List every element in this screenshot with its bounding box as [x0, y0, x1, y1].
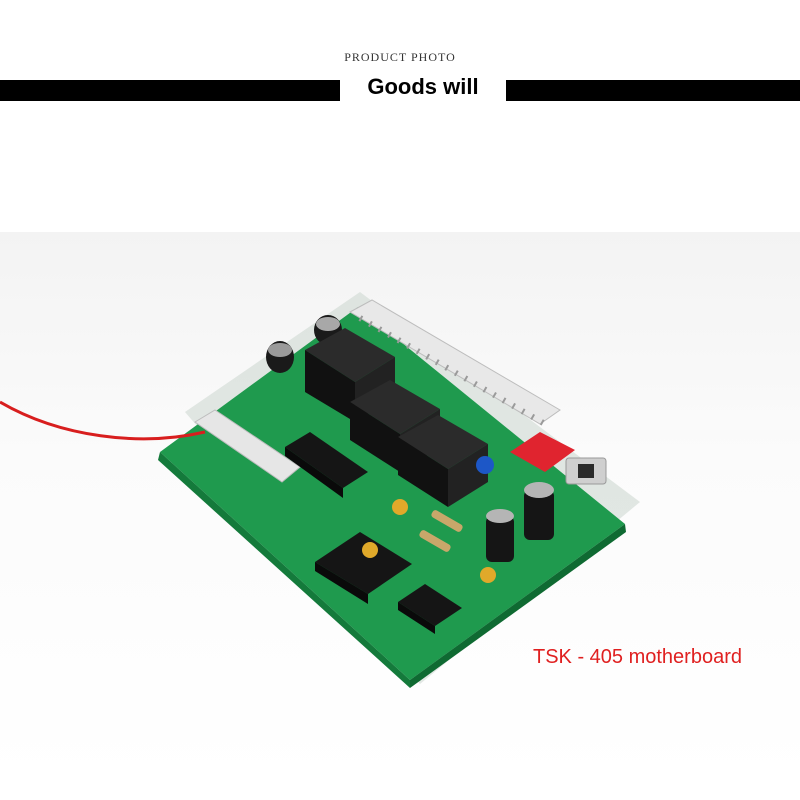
pin-header	[348, 299, 561, 427]
yellow-capacitor	[392, 499, 408, 515]
blue-capacitor	[476, 456, 494, 474]
banner-title: Goods will	[367, 74, 479, 99]
yellow-capacitor	[362, 542, 378, 558]
banner-bar-left	[0, 80, 340, 101]
antenna-wire	[0, 400, 206, 441]
red-jumper	[510, 432, 575, 472]
banner-bar-right	[506, 80, 800, 101]
circuit-board-illustration	[0, 292, 640, 688]
resistor	[419, 530, 451, 552]
yellow-capacitor	[480, 567, 496, 583]
ic-chip	[285, 432, 368, 498]
rf-module	[194, 409, 301, 483]
pcb-board	[160, 307, 625, 680]
capacitor	[524, 482, 554, 540]
ic-chip	[398, 584, 462, 634]
section-caption: PRODUCT PHOTO	[344, 50, 456, 64]
resistor	[431, 510, 463, 532]
product-caption: TSK - 405 motherboard	[533, 646, 742, 668]
product-photo	[0, 232, 800, 784]
ic-chip	[315, 532, 412, 604]
capacitor	[486, 509, 514, 562]
